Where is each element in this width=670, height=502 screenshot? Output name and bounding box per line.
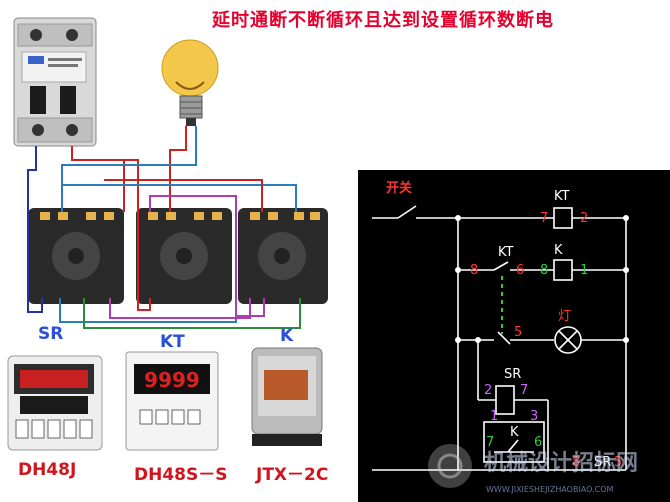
sr-tag: SR [38,324,64,344]
light-bulb-icon [161,39,219,126]
watermark-logo: 机械设计招标网 WWW.JIXIESHEJIZHAOBIAO.COM [428,444,638,494]
watermark-url: WWW.JIXIESHEJIZHAOBIAO.COM [486,485,614,494]
pin-kbox-tl: 1 [490,409,498,424]
relay-socket-3 [238,208,328,304]
wiring-illustration: 9999 [7,17,328,451]
pin-contact-left: 8 [470,263,478,278]
k-contact-label: K [510,425,519,440]
watermark-text: 机械设计招标网 [484,450,638,476]
kt-tag: KT [160,332,185,352]
sr-coil-label: SR [504,367,521,382]
pin-k-right: 1 [580,263,588,278]
pin-kbox-bl: 7 [486,435,494,450]
ladder-schematic: 开关 KT 7 2 K KT 8 6 8 1 5 灯 SR 2 7 1 3 K … [358,170,670,502]
k-coil-label: K [554,243,563,258]
k-relay-device [251,347,323,446]
pin-sr-left: 2 [484,383,492,398]
lamp-label: 灯 [558,309,571,324]
sr-model: DH48J [18,460,77,480]
sr-contact-label: SR [594,455,611,470]
pin-sr-right: 7 [520,383,528,398]
k-model: JTX－2C [256,465,329,485]
k-tag: K [280,326,294,346]
pin-k-left: 8 [540,263,548,278]
page-title: 延时通断不断循环且达到设置循环数断电 [212,10,554,31]
relay-socket-2 [136,208,232,304]
pin-sr-bottom-left: 8 [572,455,580,470]
kt-model: DH48S－S [134,465,228,485]
kt-device [125,351,219,451]
pin-kt-left: 7 [540,211,548,226]
kt-coil-label: KT [554,189,570,204]
kt-display-digits: 9999 [144,368,200,392]
kt-contact-label: KT [498,245,514,260]
sr-device [7,355,103,451]
circuit-breaker [13,17,97,147]
switch-label: 开关 [386,180,412,196]
relay-socket-1 [28,208,124,304]
pin-contact-right: 6 [516,263,524,278]
pin-kbox-tr: 3 [530,409,538,424]
pin-lamp: 5 [514,325,522,340]
pin-kbox-br: 6 [534,435,542,450]
pin-kt-right: 2 [580,211,588,226]
pin-sr-bottom-right: 5 [614,455,622,470]
